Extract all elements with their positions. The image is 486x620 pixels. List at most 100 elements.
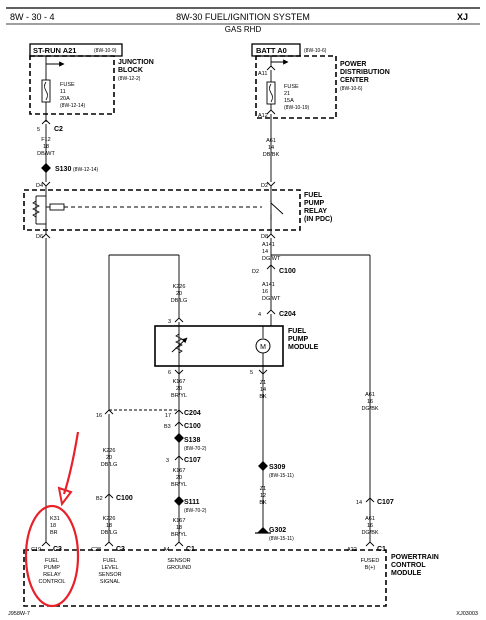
c204-top-symbol: [266, 309, 276, 315]
c100-low-pin: B2: [96, 496, 103, 502]
fuse-11-line1: FUSE: [60, 82, 75, 88]
svg-text:C28: C28: [91, 547, 101, 553]
batt-ref: (8W-10-6): [304, 48, 327, 54]
red-highlight-ellipse: [24, 504, 80, 608]
pdc-a12-pin: A12: [258, 113, 268, 119]
relay-line3: RELAY: [304, 208, 327, 215]
pump-line3: MODULE: [288, 344, 319, 351]
pcm-line3: MODULE: [391, 570, 422, 577]
c100-top-label: C100: [279, 268, 296, 275]
wire-a141-1-gauge: 14: [262, 249, 268, 255]
pcm-outline: [23, 549, 387, 607]
wire-k167-1-gauge: 20: [176, 386, 182, 392]
wire-z1-top-color: BK: [259, 394, 267, 400]
wire-k226-top-gauge: 20: [176, 291, 182, 297]
wire-k226-low-id: K226: [103, 516, 116, 522]
junction-block-ref: (8W-12-2): [118, 76, 141, 82]
svg-text:RELAY: RELAY: [43, 572, 61, 578]
wire-z1-top-id: Z1: [260, 380, 266, 386]
pdc-line2: DISTRIBUTION: [340, 69, 390, 76]
svg-text:A22: A22: [347, 547, 357, 553]
relay-pin-d6: D6: [36, 234, 43, 240]
wire-k226-low-gauge: 18: [106, 523, 112, 529]
c107-mid-label: C107: [184, 457, 201, 464]
relay-line2: PUMP: [304, 200, 325, 207]
model-code: XJ: [457, 12, 468, 22]
svg-text:FUEL: FUEL: [45, 558, 59, 564]
fuse-21-line2: 21: [284, 91, 290, 97]
wire-k31-id: K31: [50, 516, 60, 522]
relay-switch-contact: [270, 202, 284, 215]
pump-pin-3: 3: [168, 319, 171, 325]
splice-s130-dot: [41, 163, 51, 173]
c204-mid-pin17: 17: [165, 413, 171, 419]
pump-line2: PUMP: [288, 336, 309, 343]
wire-a61-low-color: DG/BK: [361, 530, 378, 536]
svg-text:C1: C1: [377, 546, 386, 553]
relay-coil: [49, 203, 65, 211]
diagram-subtitle: GAS RHD: [225, 25, 262, 34]
c2-connector-symbol: [41, 119, 51, 125]
wire-z1-bottom-gauge: 12: [260, 493, 266, 499]
fuse-21-ref: (8W-10-19): [284, 105, 310, 111]
wire-a61-low-gauge: 16: [367, 523, 373, 529]
c100-mid-label: C100: [184, 423, 201, 430]
wire-k167-1-color: BR/YL: [171, 393, 187, 399]
c100-top-pin: D2: [252, 269, 259, 275]
fuel-pump-module-box: [154, 325, 284, 367]
svg-text:SIGNAL: SIGNAL: [100, 579, 120, 585]
svg-text:FUEL: FUEL: [103, 558, 117, 564]
c100-low-label: C100: [116, 495, 133, 502]
splice-s138-dot: [174, 433, 184, 443]
wire-a61-right-gauge: 16: [367, 399, 373, 405]
splice-s111-label: S111: [184, 499, 200, 506]
wire-k226-top-color: DB/LG: [171, 298, 188, 304]
wire-f12-id: F12: [41, 137, 50, 143]
wire-k31-color: BR: [50, 530, 58, 536]
svg-text:B(+): B(+): [365, 565, 376, 571]
footer-right-code: XJ03003: [456, 611, 478, 617]
footer-left-code: J958W-7: [8, 611, 30, 617]
svg-text:C19: C19: [31, 547, 41, 553]
st-run-ref: (8W-10-9): [94, 48, 117, 54]
wire-f12-gauge: 18: [43, 144, 49, 150]
c204-mid-pin16: 16: [96, 413, 102, 419]
wire-k167-3-gauge: 18: [176, 525, 182, 531]
ground-g302-ref: (8W-15-11): [269, 536, 294, 542]
c107-right-pin: 14: [356, 500, 362, 506]
svg-text:SENSOR: SENSOR: [167, 558, 190, 564]
relay-line4: (IN PDC): [304, 216, 332, 223]
splice-s309-dot: [258, 461, 268, 471]
wire-a141-2-color: DG/WT: [262, 296, 281, 302]
splice-s130-ref: (8W-12-14): [73, 167, 99, 173]
wire-a61-top-gauge: 14: [268, 145, 274, 151]
ground-g302-symbol: [257, 527, 269, 533]
svg-text:SENSOR: SENSOR: [98, 572, 121, 578]
wire-k226-low-color: DB/LG: [101, 530, 118, 536]
wire-a61-top-color: DB/BK: [263, 152, 280, 158]
red-annotation-arrow-shaft: [62, 431, 80, 495]
relay-line1: FUEL: [304, 192, 323, 199]
junction-block-line1: JUNCTION: [118, 59, 154, 66]
c107-right-label: C107: [377, 499, 394, 506]
c2-label: C2: [54, 126, 63, 133]
svg-text:CONTROL: CONTROL: [39, 579, 66, 585]
c204-mid-label: C204: [184, 410, 201, 417]
splice-s111-dot: [174, 496, 184, 506]
pcm-line1: POWERTRAIN: [391, 554, 439, 561]
svg-text:A4: A4: [163, 547, 170, 553]
splice-s309-ref: (8W-15-11): [269, 473, 294, 479]
svg-text:C3: C3: [116, 546, 125, 553]
relay-pin-d4: D4: [36, 183, 43, 189]
pump-line1: FUEL: [288, 328, 307, 335]
fuse-21-line3: 15A: [284, 98, 294, 104]
c204-top-pin: 4: [258, 312, 261, 318]
wire-f12-color: DB/WT: [37, 151, 55, 157]
wire-k167-3-color: BR/YL: [171, 532, 187, 538]
pump-pin-5: 5: [250, 370, 253, 376]
relay-pin-d8: D8: [261, 234, 268, 240]
c100-top-symbol: [266, 264, 276, 270]
svg-text:PUMP: PUMP: [44, 565, 60, 571]
wire-a61-top-id: A61: [266, 138, 276, 144]
pdc-a11-connector: [266, 65, 276, 71]
